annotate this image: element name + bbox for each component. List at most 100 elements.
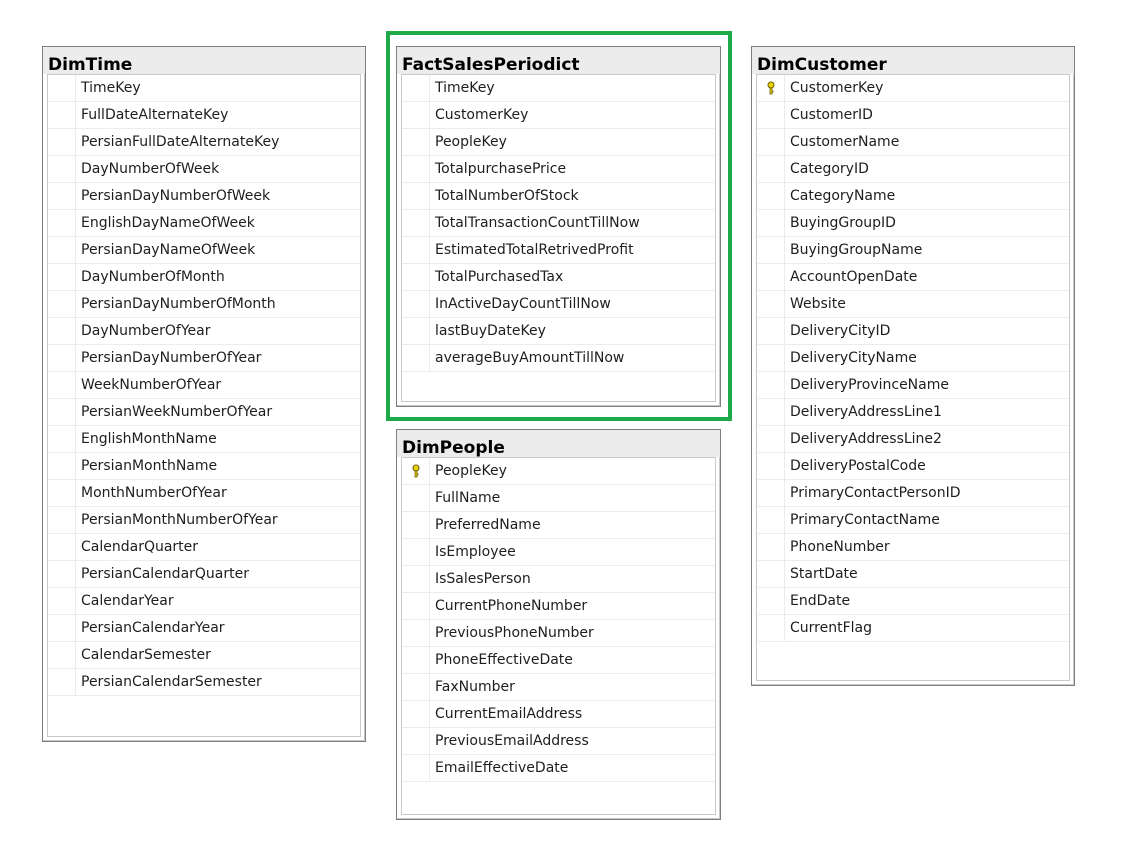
column-row[interactable]: EndDate — [757, 588, 1069, 615]
column-row[interactable]: DayNumberOfYear — [48, 318, 360, 345]
column-row[interactable]: CustomerKey — [402, 102, 715, 129]
row-selector[interactable] — [757, 345, 785, 371]
row-selector[interactable] — [48, 102, 76, 128]
row-selector[interactable] — [48, 345, 76, 371]
row-selector[interactable] — [402, 345, 430, 371]
column-row[interactable]: IsEmployee — [402, 539, 715, 566]
row-selector[interactable] — [48, 129, 76, 155]
column-row[interactable]: DayNumberOfWeek — [48, 156, 360, 183]
row-selector[interactable] — [402, 755, 430, 781]
column-row[interactable]: PersianDayNumberOfWeek — [48, 183, 360, 210]
column-row[interactable]: DeliveryProvinceName — [757, 372, 1069, 399]
column-row[interactable]: PersianFullDateAlternateKey — [48, 129, 360, 156]
column-row[interactable]: CalendarYear — [48, 588, 360, 615]
row-selector[interactable] — [48, 507, 76, 533]
row-selector[interactable] — [757, 372, 785, 398]
row-selector[interactable] — [757, 534, 785, 560]
column-row[interactable]: PersianMonthName — [48, 453, 360, 480]
row-selector[interactable] — [402, 102, 430, 128]
column-row[interactable]: FaxNumber — [402, 674, 715, 701]
column-row[interactable]: PersianMonthNumberOfYear — [48, 507, 360, 534]
row-selector[interactable] — [402, 183, 430, 209]
row-selector[interactable] — [48, 318, 76, 344]
row-selector[interactable] — [757, 156, 785, 182]
column-row[interactable]: TotalPurchasedTax — [402, 264, 715, 291]
column-row[interactable]: CategoryName — [757, 183, 1069, 210]
row-selector[interactable] — [402, 210, 430, 236]
column-row[interactable]: MonthNumberOfYear — [48, 480, 360, 507]
column-row[interactable]: PersianWeekNumberOfYear — [48, 399, 360, 426]
column-row[interactable]: FullName — [402, 485, 715, 512]
column-row[interactable]: averageBuyAmountTillNow — [402, 345, 715, 372]
row-selector[interactable] — [402, 512, 430, 538]
column-row[interactable]: InActiveDayCountTillNow — [402, 291, 715, 318]
column-row[interactable]: TotalNumberOfStock — [402, 183, 715, 210]
row-selector[interactable] — [757, 615, 785, 641]
column-row[interactable]: PhoneEffectiveDate — [402, 647, 715, 674]
row-selector[interactable] — [402, 566, 430, 592]
column-row[interactable]: PrimaryContactName — [757, 507, 1069, 534]
row-selector[interactable] — [48, 453, 76, 479]
column-row[interactable]: TotalTransactionCountTillNow — [402, 210, 715, 237]
column-row[interactable]: WeekNumberOfYear — [48, 372, 360, 399]
column-row[interactable]: EnglishDayNameOfWeek — [48, 210, 360, 237]
column-row[interactable]: lastBuyDateKey — [402, 318, 715, 345]
row-selector[interactable] — [402, 458, 430, 484]
row-selector[interactable] — [48, 291, 76, 317]
column-row[interactable]: TimeKey — [48, 75, 360, 102]
column-row[interactable]: BuyingGroupID — [757, 210, 1069, 237]
row-selector[interactable] — [757, 129, 785, 155]
row-selector[interactable] — [757, 102, 785, 128]
table-title[interactable]: DimTime — [43, 47, 365, 74]
row-selector[interactable] — [48, 237, 76, 263]
row-selector[interactable] — [402, 129, 430, 155]
table-title[interactable]: DimPeople — [397, 430, 720, 457]
row-selector[interactable] — [48, 399, 76, 425]
column-row[interactable]: CurrentEmailAddress — [402, 701, 715, 728]
row-selector[interactable] — [757, 426, 785, 452]
column-row[interactable]: FullDateAlternateKey — [48, 102, 360, 129]
table-title[interactable]: DimCustomer — [752, 47, 1074, 74]
row-selector[interactable] — [48, 75, 76, 101]
column-row[interactable]: PreferredName — [402, 512, 715, 539]
column-row[interactable]: CategoryID — [757, 156, 1069, 183]
row-selector[interactable] — [402, 291, 430, 317]
column-row[interactable]: DeliveryCityID — [757, 318, 1069, 345]
row-selector[interactable] — [757, 480, 785, 506]
column-row[interactable]: DeliveryPostalCode — [757, 453, 1069, 480]
column-row[interactable]: AccountOpenDate — [757, 264, 1069, 291]
column-row[interactable]: BuyingGroupName — [757, 237, 1069, 264]
row-selector[interactable] — [757, 399, 785, 425]
row-selector[interactable] — [402, 674, 430, 700]
row-selector[interactable] — [402, 318, 430, 344]
row-selector[interactable] — [757, 588, 785, 614]
row-selector[interactable] — [48, 588, 76, 614]
column-row[interactable]: CustomerName — [757, 129, 1069, 156]
column-row[interactable]: PhoneNumber — [757, 534, 1069, 561]
column-row[interactable]: EnglishMonthName — [48, 426, 360, 453]
column-row[interactable]: PeopleKey — [402, 129, 715, 156]
row-selector[interactable] — [48, 534, 76, 560]
row-selector[interactable] — [48, 669, 76, 695]
row-selector[interactable] — [757, 507, 785, 533]
row-selector[interactable] — [402, 156, 430, 182]
column-row[interactable]: EstimatedTotalRetrivedProfit — [402, 237, 715, 264]
row-selector[interactable] — [48, 372, 76, 398]
row-selector[interactable] — [757, 75, 785, 101]
column-row[interactable]: CustomerID — [757, 102, 1069, 129]
row-selector[interactable] — [757, 561, 785, 587]
column-row[interactable]: DeliveryAddressLine1 — [757, 399, 1069, 426]
row-selector[interactable] — [48, 183, 76, 209]
column-row[interactable]: PersianDayNameOfWeek — [48, 237, 360, 264]
column-row[interactable]: TimeKey — [402, 75, 715, 102]
row-selector[interactable] — [757, 183, 785, 209]
column-row[interactable]: StartDate — [757, 561, 1069, 588]
column-row[interactable]: DeliveryAddressLine2 — [757, 426, 1069, 453]
column-row[interactable]: CalendarQuarter — [48, 534, 360, 561]
column-row[interactable]: PersianDayNumberOfYear — [48, 345, 360, 372]
column-row[interactable]: TotalpurchasePrice — [402, 156, 715, 183]
table-title[interactable]: FactSalesPeriodict — [397, 47, 720, 74]
column-row[interactable]: IsSalesPerson — [402, 566, 715, 593]
column-row[interactable]: PersianCalendarYear — [48, 615, 360, 642]
